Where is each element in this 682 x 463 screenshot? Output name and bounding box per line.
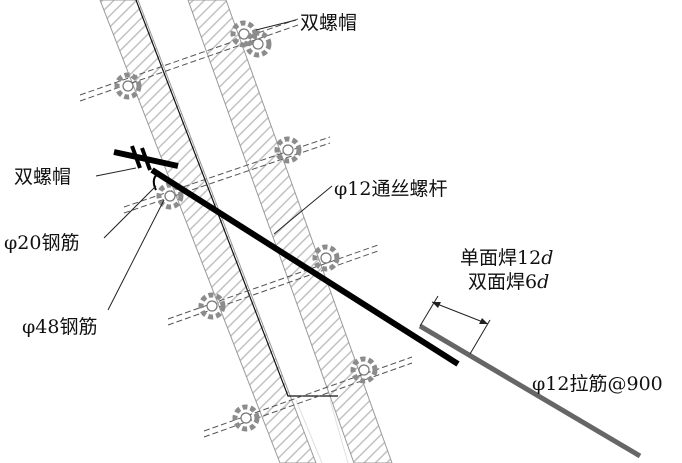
clamp-1 bbox=[114, 72, 142, 100]
threaded-rod bbox=[150, 167, 460, 367]
clamp-7 bbox=[312, 244, 340, 272]
faint-line-a bbox=[295, 399, 323, 463]
clamp-5 bbox=[274, 136, 302, 164]
weld-dimension bbox=[419, 295, 491, 355]
label-threaded-rod: φ12通丝螺杆 bbox=[334, 178, 447, 200]
clamp-6 bbox=[198, 292, 226, 320]
double-nut-icon bbox=[113, 145, 179, 191]
clamp-3 bbox=[244, 30, 272, 58]
clamp-9 bbox=[350, 356, 378, 384]
tie-bar bbox=[418, 323, 642, 459]
label-bar-phi20: φ20钢筋 bbox=[4, 232, 79, 254]
label-weld-single: 单面焊12d bbox=[460, 247, 553, 269]
label-weld-single-d: d bbox=[541, 247, 553, 269]
label-weld-double: 双面焊6d bbox=[468, 271, 549, 293]
faint-line-b bbox=[329, 399, 349, 463]
clamp-8 bbox=[232, 404, 260, 432]
leader-lines bbox=[95, 19, 333, 311]
clamp-4 bbox=[156, 182, 184, 210]
label-bar-phi48: φ48钢筋 bbox=[22, 316, 97, 338]
wall-band-right bbox=[187, 0, 393, 463]
formwork-edge-line bbox=[135, 0, 338, 397]
label-double-nut-left: 双螺帽 bbox=[14, 166, 71, 188]
label-weld-double-d: d bbox=[537, 271, 549, 293]
clamp-fasteners bbox=[114, 20, 378, 432]
label-tie-bar: φ12拉筋@900 bbox=[532, 373, 663, 395]
wall-band-left bbox=[99, 0, 317, 463]
label-double-nut-top: 双螺帽 bbox=[300, 12, 357, 34]
label-weld-single-prefix: 单面焊12 bbox=[460, 247, 541, 269]
label-weld-double-prefix: 双面焊6 bbox=[468, 271, 537, 293]
